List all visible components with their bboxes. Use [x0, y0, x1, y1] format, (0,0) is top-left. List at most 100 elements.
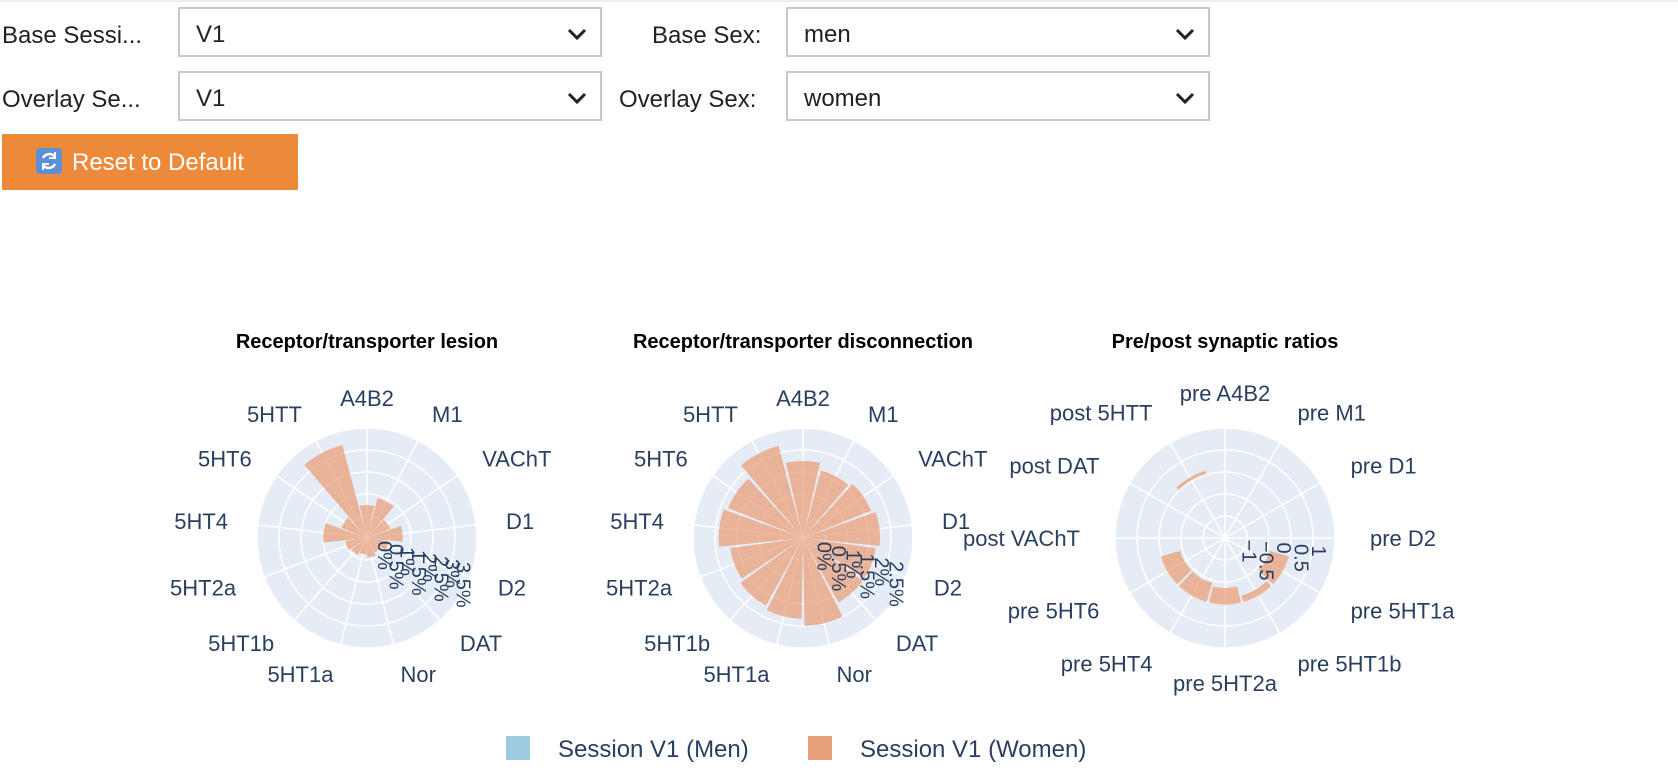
grid-ring: [278, 449, 456, 627]
bar-men: [1178, 585, 1207, 603]
legend-swatch-men[interactable]: [506, 736, 530, 760]
category-label: post DAT: [1009, 454, 1099, 479]
chevron-down-icon: [567, 28, 587, 41]
base-sex-label: Base Sex:: [652, 22, 762, 49]
bar-women: [1178, 571, 1213, 603]
grid-spoke: [1224, 442, 1281, 539]
category-label: post VAChT: [963, 526, 1080, 551]
bar-men: [1158, 521, 1161, 555]
category-label: pre 5HT1b: [1298, 652, 1402, 677]
bar-women: [803, 511, 880, 546]
bar-men: [1272, 556, 1290, 585]
grid-ring: [1158, 471, 1292, 605]
grid-spoke: [802, 537, 831, 645]
refresh-icon: [36, 148, 62, 174]
bar-men: [1272, 491, 1290, 520]
top-divider: [0, 0, 1678, 2]
bar-women: [740, 538, 803, 606]
grid-ring: [758, 493, 848, 583]
category-label: 5HT6: [634, 446, 688, 471]
grid-ring: [736, 471, 870, 605]
grid-spoke: [699, 537, 804, 578]
chart-title: Receptor/transporter disconnection: [633, 331, 973, 353]
bar-women: [728, 478, 803, 538]
radial-tick-label: −1: [1237, 540, 1259, 563]
grid-spoke: [802, 440, 855, 539]
category-label: DAT: [460, 631, 502, 656]
grid-ring: [300, 471, 434, 605]
bar-men: [1289, 521, 1292, 555]
grid-spoke: [802, 474, 894, 539]
radial-tick-label: 3.5%: [452, 562, 474, 608]
chart-title: Pre/post synaptic ratios: [1112, 331, 1339, 353]
grid-spoke: [276, 474, 368, 539]
category-label: Nor: [837, 662, 872, 687]
bar-women: [359, 504, 375, 538]
category-label: 5HTT: [247, 402, 302, 427]
bar-women: [323, 523, 367, 543]
radial-tick-label: 2%: [870, 557, 892, 586]
grid-spoke: [775, 537, 804, 645]
bar-women: [1258, 550, 1290, 585]
grid-spoke: [366, 440, 419, 539]
grid-ring: [1180, 493, 1270, 583]
polar-background: [1115, 428, 1335, 648]
overlay-sex-select[interactable]: women: [786, 71, 1210, 121]
grid-spoke: [1169, 537, 1226, 634]
bar-women: [1289, 521, 1292, 555]
bar-men: [1160, 556, 1178, 585]
radial-tick-label: 0.5%: [384, 544, 406, 590]
bar-women: [1241, 581, 1272, 603]
grid-ring: [256, 427, 478, 649]
grid-spoke: [1169, 442, 1226, 539]
category-label: D1: [942, 509, 970, 534]
grid-ring: [1114, 427, 1336, 649]
legend-label-men[interactable]: Session V1 (Men): [558, 736, 749, 763]
grid-spoke: [366, 474, 458, 539]
legend-label-women[interactable]: Session V1 (Women): [860, 736, 1087, 763]
grid-ring: [780, 515, 826, 561]
category-label: M1: [432, 402, 463, 427]
overlay-sex-label: Overlay Sex:: [619, 86, 757, 113]
category-label: 5HT4: [174, 509, 228, 534]
grid-spoke: [751, 440, 804, 539]
bar-women: [803, 538, 843, 626]
category-label: Nor: [401, 662, 436, 687]
bar-women: [351, 538, 367, 555]
overlay-sex-value: women: [804, 85, 882, 112]
bar-women: [1176, 470, 1207, 491]
category-label: M1: [868, 402, 899, 427]
radial-tick-label: 1%: [841, 550, 863, 579]
grid-spoke: [1129, 537, 1226, 594]
grid-spoke: [1224, 537, 1321, 594]
base-sex-select[interactable]: men: [786, 7, 1210, 57]
chevron-down-icon: [567, 92, 587, 105]
overlay-session-select[interactable]: V1: [178, 71, 602, 121]
radial-tick-label: 1.5%: [407, 550, 429, 596]
category-label: 5HTT: [683, 402, 738, 427]
legend-swatch-women[interactable]: [808, 736, 832, 760]
grid-spoke: [1224, 537, 1281, 634]
bar-men: [1178, 473, 1207, 491]
category-label: pre 5HT1a: [1351, 599, 1456, 624]
bar-women: [341, 517, 367, 538]
category-label: 5HT1a: [703, 662, 770, 687]
grid-spoke: [802, 537, 907, 578]
bar-women: [1160, 491, 1178, 520]
reset-to-default-button[interactable]: Reset to Default: [2, 134, 298, 190]
overlay-session-label: Overlay Se...: [2, 86, 141, 113]
base-session-select[interactable]: V1: [178, 7, 602, 57]
category-label: 5HT2a: [170, 576, 237, 601]
bar-women: [345, 538, 367, 551]
category-label: 5HT1b: [208, 631, 274, 656]
grid-spoke: [366, 537, 395, 645]
radial-tick-label: 1: [1307, 546, 1329, 557]
grid-spoke: [693, 523, 804, 539]
grid-spoke: [339, 537, 368, 645]
bar-women: [359, 538, 367, 555]
category-label: VAChT: [918, 446, 987, 471]
category-label: A4B2: [340, 386, 394, 411]
grid-ring: [344, 515, 390, 561]
category-label: pre 5HT2a: [1173, 671, 1278, 696]
grid-spoke: [802, 523, 913, 539]
